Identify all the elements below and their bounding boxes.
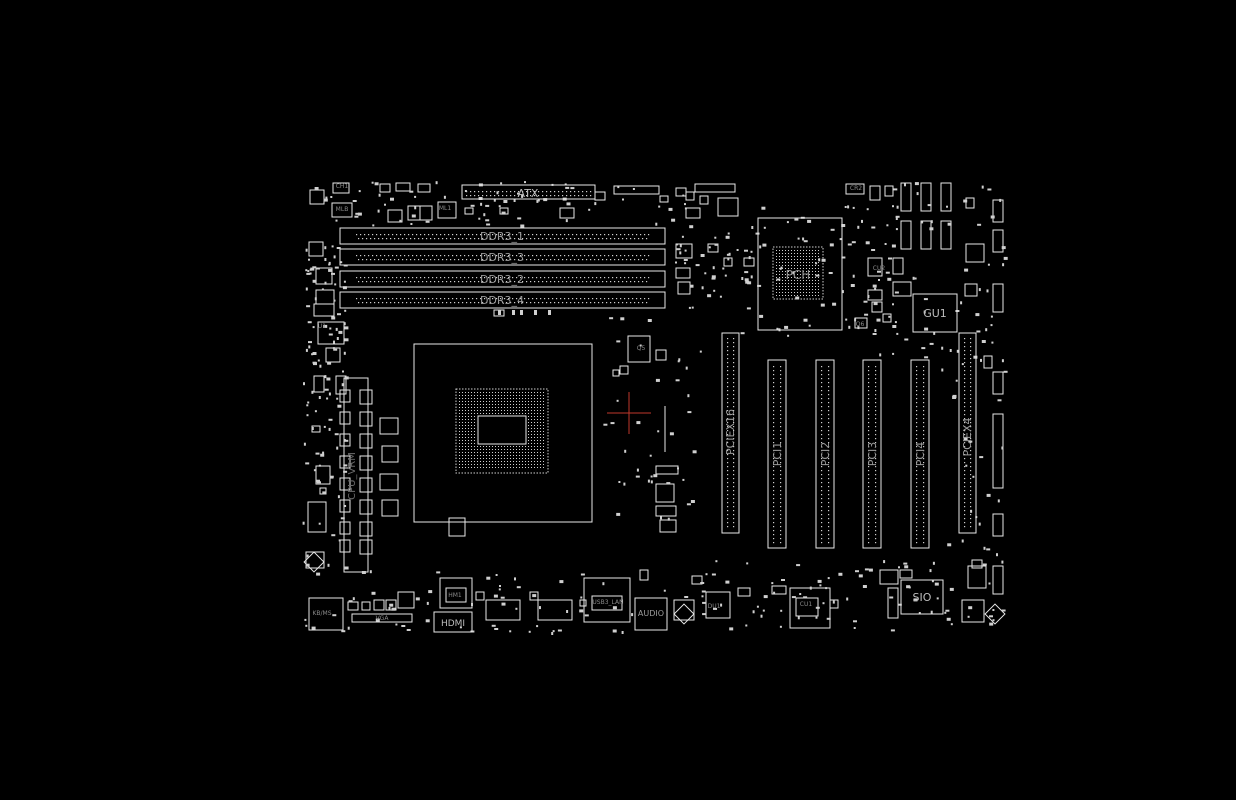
crosshair-cursor: [607, 392, 651, 434]
pcie-x16-slot[interactable]: PCIEX16: [721, 332, 740, 534]
small-component-label: Q6: [856, 321, 865, 328]
hdmi-connector[interactable]: HDMI: [433, 611, 473, 633]
gpu-chip[interactable]: GU1: [912, 293, 958, 333]
pcie-x16-label: PCIEX16: [724, 409, 737, 455]
pci1-label: PCI1: [771, 442, 784, 467]
pcie-x4-label: PCIEX4: [961, 417, 974, 456]
pci2-label: PCI2: [819, 442, 832, 467]
audio-label: AUDIO: [638, 609, 664, 618]
small-component-label: CR2: [850, 185, 862, 192]
small-component-label: U1: [318, 323, 326, 330]
cpu-vrm-label: CPU_VRM: [347, 452, 358, 500]
pcie-x4-slot[interactable]: PCIEX4: [958, 332, 977, 534]
atx-label: ATX: [518, 187, 539, 200]
dimm-label-ddr3-3: DDR3_3: [480, 251, 524, 264]
dimm-label-ddr3-4: DDR3_4: [480, 294, 524, 307]
sio-label: SIO: [913, 591, 932, 604]
dimm-label-ddr3-2: DDR3_2: [480, 273, 524, 286]
pch-chip[interactable]: PCH: [757, 217, 843, 331]
small-component-label: MLB: [336, 206, 349, 213]
small-component-label: Q5: [637, 345, 646, 352]
pch-label: PCH: [786, 268, 811, 282]
cpu-socket-center: [477, 415, 527, 445]
small-component-label: HM1: [448, 592, 462, 599]
small-component-label: CU2: [873, 265, 886, 272]
dimm-slot-ddr3-3[interactable]: DDR3_3: [339, 248, 666, 266]
small-component-label: KB/MS: [312, 610, 331, 617]
small-component-label: DU1: [708, 603, 721, 610]
small-component-label: USB3_LAN: [592, 599, 623, 606]
board-outline-art: [303, 182, 1006, 631]
component-pads: [302, 181, 1008, 635]
pci-slot-4[interactable]: PCI4: [910, 359, 930, 549]
pci-slot-1[interactable]: PCI1: [767, 359, 787, 549]
atx-power-connector[interactable]: ATX: [461, 184, 596, 200]
audio-connector[interactable]: AUDIO: [634, 597, 668, 631]
dimm-label-ddr3-1: DDR3_1: [480, 230, 524, 243]
dimm-slot-ddr3-1[interactable]: DDR3_1: [339, 227, 666, 245]
small-component-label: VGA: [376, 615, 390, 622]
cpu-socket-pin-field: [455, 388, 549, 474]
cpu-socket[interactable]: [413, 343, 593, 523]
pci4-label: PCI4: [914, 442, 927, 467]
small-component-label: CU1: [800, 601, 813, 608]
sio-chip[interactable]: SIO: [900, 579, 944, 615]
dimm-slot-ddr3-4[interactable]: DDR3_4: [339, 291, 666, 309]
small-component-label: CH1: [336, 183, 349, 190]
gpu-label: GU1: [923, 307, 947, 320]
pci-slot-3[interactable]: PCI3: [862, 359, 882, 549]
pci3-label: PCI3: [866, 442, 879, 467]
pci-slot-2[interactable]: PCI2: [815, 359, 835, 549]
dimm-slot-ddr3-2[interactable]: DDR3_2: [339, 270, 666, 288]
small-component-label: ML1: [439, 205, 452, 212]
hdmi-label: HDMI: [441, 619, 465, 629]
